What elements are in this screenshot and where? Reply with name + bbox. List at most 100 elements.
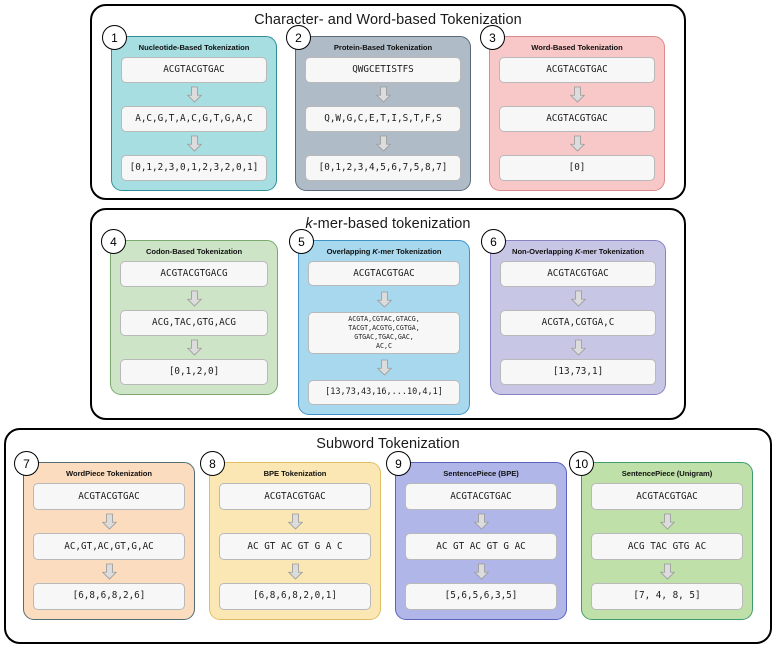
- step-ids: [13,73,43,16,...10,4,1]: [308, 380, 460, 405]
- panel-number-badge: 1: [102, 25, 127, 50]
- panel-title: SentencePiece (BPE): [443, 469, 519, 478]
- down-arrow-icon: [287, 563, 303, 580]
- down-arrow-icon: [101, 563, 117, 580]
- step-tokens: ACG,TAC,GTG,ACG: [120, 310, 268, 337]
- down-arrow-icon: [473, 513, 489, 530]
- down-arrow-icon: [569, 86, 585, 103]
- arrow-1: [500, 287, 656, 310]
- step-input: ACGTACGTGAC: [308, 261, 460, 287]
- panel-number-badge: 9: [386, 451, 411, 476]
- arrow-1: [305, 83, 461, 106]
- arrow-2: [500, 336, 656, 359]
- step-ids: [6,8,6,8,2,6]: [33, 583, 185, 610]
- panel-6[interactable]: 6 Non-Overlapping K-mer Tokenization ACG…: [481, 229, 666, 395]
- down-arrow-icon: [569, 135, 585, 152]
- arrow-1: [33, 510, 185, 533]
- arrow-2: [591, 560, 743, 583]
- down-arrow-icon: [376, 291, 392, 308]
- arrow-1: [219, 510, 371, 533]
- step-ids: [13,73,1]: [500, 359, 656, 385]
- down-arrow-icon: [473, 563, 489, 580]
- arrow-1: [121, 83, 267, 106]
- panel-title: Non-Overlapping K-mer Tokenization: [500, 247, 656, 256]
- panel-title: Codon-Based Tokenization: [145, 247, 243, 256]
- down-arrow-icon: [570, 290, 586, 307]
- panel-3[interactable]: 3 Word-Based Tokenization ACGTACGTGAC AC…: [480, 25, 665, 191]
- arrow-1: [499, 83, 655, 106]
- panel-5[interactable]: 5 Overlapping K-mer Tokenization ACGTACG…: [289, 229, 470, 415]
- panel-10[interactable]: 10 SentencePiece (Unigram) ACGTACGTGAC A…: [569, 451, 753, 620]
- panel-title: SentencePiece (Unigram): [621, 469, 713, 478]
- down-arrow-icon: [287, 513, 303, 530]
- panel-4[interactable]: 4 Codon-Based Tokenization ACGTACGTGACG …: [101, 229, 278, 395]
- step-input: ACGTACGTGAC: [405, 483, 557, 511]
- arrow-2: [305, 132, 461, 155]
- panel-number-badge: 5: [289, 229, 314, 254]
- panel-body: Protein-Based Tokenization QWGCETISTFS Q…: [295, 36, 471, 191]
- step-ids: [0]: [499, 155, 655, 181]
- panel-title-suffix: -mer Tokenization: [580, 247, 644, 256]
- section-title: k-mer-based tokenization: [92, 210, 684, 232]
- arrow-2: [219, 560, 371, 583]
- panel-9[interactable]: 9 SentencePiece (BPE) ACGTACGTGAC AC GT …: [386, 451, 567, 620]
- arrow-1: [308, 286, 460, 312]
- panel-number-badge: 10: [569, 451, 594, 476]
- panel-title-emphasis: K: [372, 247, 378, 256]
- panel-title: Overlapping K-mer Tokenization: [308, 247, 460, 256]
- step-input: ACGTACGTGAC: [591, 483, 743, 511]
- section-title: Character- and Word-based Tokenization: [254, 12, 522, 28]
- arrow-2: [121, 132, 267, 155]
- panel-title-emphasis: K: [574, 247, 581, 256]
- down-arrow-icon: [570, 339, 586, 356]
- step-tokens: ACGTA,CGTAC,GTACG, TACGT,ACGTG,CGTGA, GT…: [308, 312, 460, 355]
- panel-7[interactable]: 7 WordPiece Tokenization ACGTACGTGAC AC,…: [14, 451, 195, 620]
- panel-number-badge: 3: [480, 25, 505, 50]
- down-arrow-icon: [375, 135, 391, 152]
- down-arrow-icon: [186, 290, 202, 307]
- step-ids: [0,1,2,3,0,1,2,3,2,0,1]: [121, 155, 267, 181]
- down-arrow-icon: [186, 86, 202, 103]
- arrow-1: [405, 510, 557, 533]
- arrow-2: [33, 560, 185, 583]
- down-arrow-icon: [375, 86, 391, 103]
- panel-body: SentencePiece (Unigram) ACGTACGTGAC ACG …: [581, 462, 753, 620]
- panel-title-text: Non-Overlapping: [512, 247, 575, 256]
- panel-title: Nucleotide-Based Tokenization: [138, 43, 250, 52]
- step-ids: [7, 4, 8, 5]: [591, 583, 743, 610]
- down-arrow-icon: [659, 563, 675, 580]
- panel-1[interactable]: 1 Nucleotide-Based Tokenization ACGTACGT…: [102, 25, 277, 191]
- step-input: QWGCETISTFS: [305, 57, 461, 84]
- panel-number-badge: 6: [481, 229, 506, 254]
- panel-8[interactable]: 8 BPE Tokenization ACGTACGTGAC AC GT AC …: [200, 451, 381, 620]
- panel-title: BPE Tokenization: [263, 469, 327, 478]
- panel-2[interactable]: 2 Protein-Based Tokenization QWGCETISTFS…: [286, 25, 471, 191]
- step-ids: [6,8,6,8,2,0,1]: [219, 583, 371, 610]
- step-input: ACGTACGTGAC: [33, 483, 185, 511]
- down-arrow-icon: [659, 513, 675, 530]
- step-tokens: AC GT AC GT G AC: [405, 533, 557, 561]
- panel-number-badge: 8: [200, 451, 225, 476]
- section-subword: Subword Tokenization 7 WordPiece Tokeniz…: [4, 428, 772, 644]
- panel-number-badge: 4: [101, 229, 126, 254]
- step-input: ACGTACGTGACG: [120, 261, 268, 288]
- arrow-1: [120, 287, 268, 310]
- arrow-2: [405, 560, 557, 583]
- step-input: ACGTACGTGAC: [121, 57, 267, 84]
- panel-number-badge: 7: [14, 451, 39, 476]
- down-arrow-icon: [101, 513, 117, 530]
- step-tokens: ACGTACGTGAC: [499, 106, 655, 133]
- arrow-2: [308, 354, 460, 380]
- section-title: Subword Tokenization: [316, 436, 460, 452]
- panel-body: WordPiece Tokenization ACGTACGTGAC AC,GT…: [23, 462, 195, 620]
- arrow-2: [120, 336, 268, 359]
- panel-title: Protein-Based Tokenization: [333, 43, 433, 52]
- panel-number-badge: 2: [286, 25, 311, 50]
- panel-title-suffix: -mer Tokenization: [377, 247, 442, 256]
- panel-title: WordPiece Tokenization: [66, 469, 152, 478]
- step-tokens: Q,W,G,C,E,T,I,S,T,F,S: [305, 106, 461, 133]
- panel-body: Nucleotide-Based Tokenization ACGTACGTGA…: [111, 36, 277, 191]
- arrow-1: [591, 510, 743, 533]
- step-tokens: AC GT AC GT G A C: [219, 533, 371, 561]
- panel-title-text: Overlapping: [326, 247, 373, 256]
